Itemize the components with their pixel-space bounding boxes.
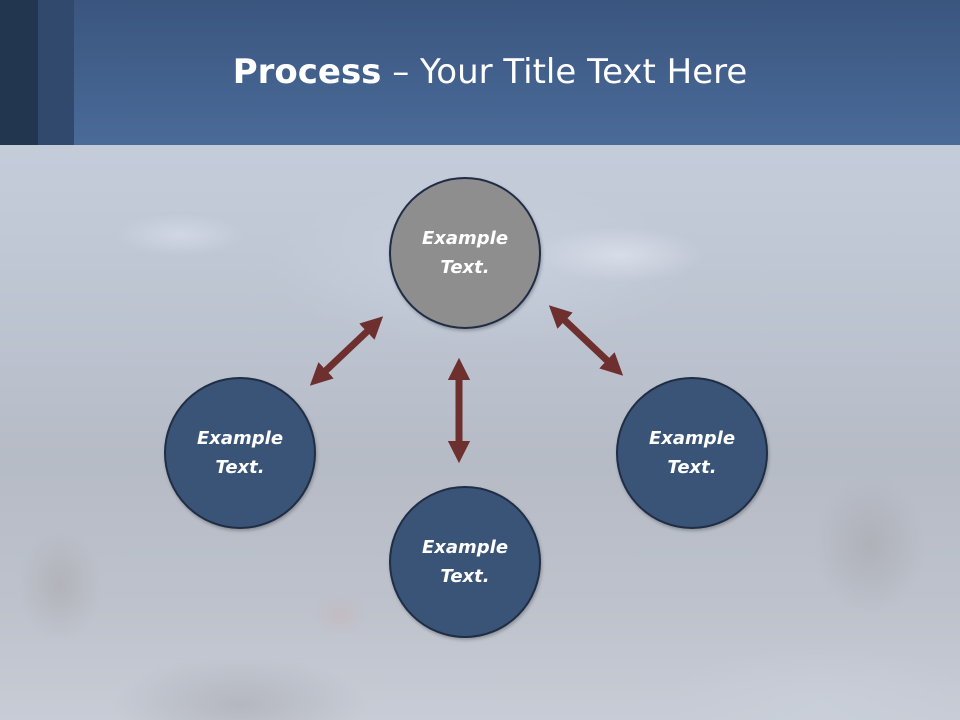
header-accent-dark — [0, 0, 38, 145]
title-rest: – Your Title Text Here — [381, 52, 748, 92]
process-node-bottom[interactable]: Example Text. — [389, 486, 541, 638]
title-strong: Process — [232, 52, 382, 92]
header-band — [0, 0, 960, 145]
process-node-left[interactable]: Example Text. — [164, 377, 316, 529]
header-accent-mid — [38, 0, 74, 145]
process-node-right[interactable]: Example Text. — [616, 377, 768, 529]
process-node-top[interactable]: Example Text. — [389, 177, 541, 329]
slide-title[interactable]: Process – Your Title Text Here — [74, 52, 906, 92]
